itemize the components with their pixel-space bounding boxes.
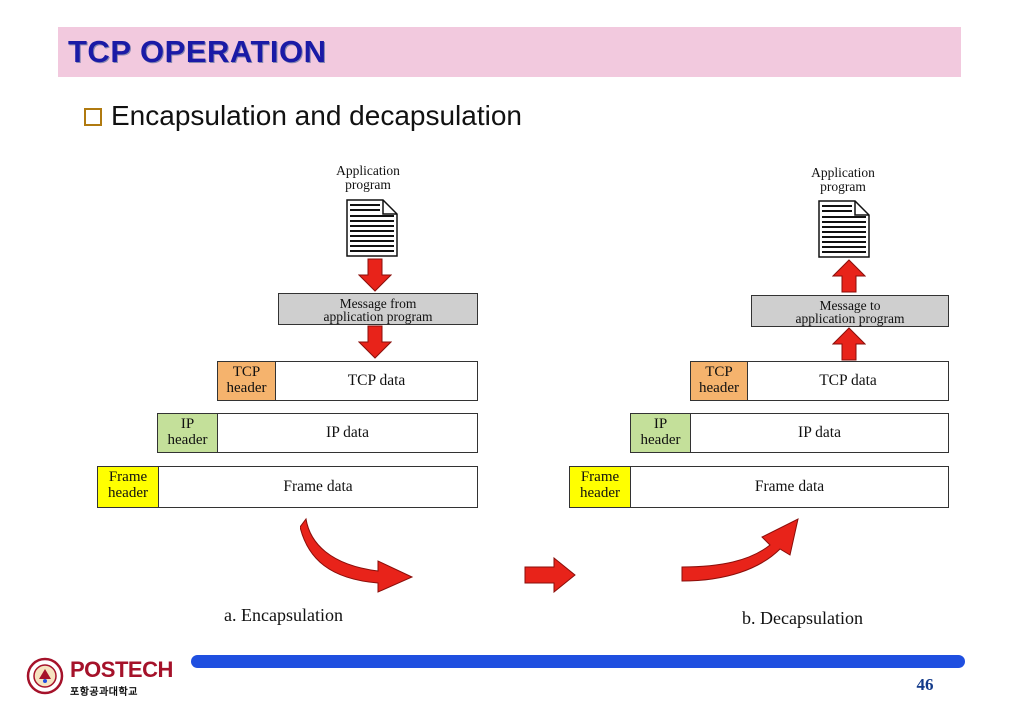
application-program-label: Application program xyxy=(811,165,875,194)
square-bullet-icon xyxy=(84,108,102,126)
ip-data-box: IP data xyxy=(217,413,478,453)
logo-wordmark: POSTECH xyxy=(70,657,173,682)
title-bar: TCP OPERATION xyxy=(58,27,961,77)
bullet-text: Encapsulation and decapsulation xyxy=(111,100,522,131)
frame-data-label: Frame data xyxy=(283,478,353,495)
down-arrow-icon xyxy=(358,258,392,292)
footer-bar xyxy=(191,655,965,668)
frame-data-box: Frame data xyxy=(630,466,949,508)
up-arrow-icon xyxy=(832,327,866,361)
up-arrow-icon xyxy=(832,259,866,293)
slide-title: TCP OPERATION xyxy=(68,34,327,69)
encapsulation-caption: a. Encapsulation xyxy=(224,605,343,625)
ip-data-box: IP data xyxy=(690,413,949,453)
frame-header: Frame header xyxy=(97,466,159,508)
tcp-header: TCP header xyxy=(690,361,748,401)
curved-arrow-up-right-icon xyxy=(681,518,799,582)
document-icon xyxy=(346,199,398,257)
tcp-data-label: TCP data xyxy=(347,372,406,389)
tcp-data-box: TCP data xyxy=(275,361,478,401)
postech-logo: POSTECH 포항공과대학교 xyxy=(24,655,184,700)
frame-data-box: Frame data xyxy=(158,466,478,508)
ip-header: IP header xyxy=(157,413,218,453)
document-icon xyxy=(818,200,870,258)
message-box: Message to application program xyxy=(751,295,949,327)
frame-header: Frame header xyxy=(569,466,631,508)
right-arrow-icon xyxy=(524,557,576,593)
message-box: Message from application program xyxy=(278,293,478,325)
ip-data-label: IP data xyxy=(326,424,369,441)
university-seal-icon xyxy=(26,657,64,695)
page-number: 46 xyxy=(916,675,934,694)
down-arrow-icon xyxy=(358,325,392,359)
frame-data-label: Frame data xyxy=(754,478,825,495)
tcp-data-box: TCP data xyxy=(747,361,949,401)
decapsulation-caption: b. Decapsulation xyxy=(742,608,863,628)
ip-header: IP header xyxy=(630,413,691,453)
tcp-header: TCP header xyxy=(217,361,276,401)
logo-subtitle: 포항공과대학교 xyxy=(70,687,138,698)
curved-arrow-down-right-icon xyxy=(300,517,414,593)
application-program-label: Application program xyxy=(336,163,400,192)
tcp-data-label: TCP data xyxy=(819,372,877,389)
ip-data-label: IP data xyxy=(798,424,841,441)
